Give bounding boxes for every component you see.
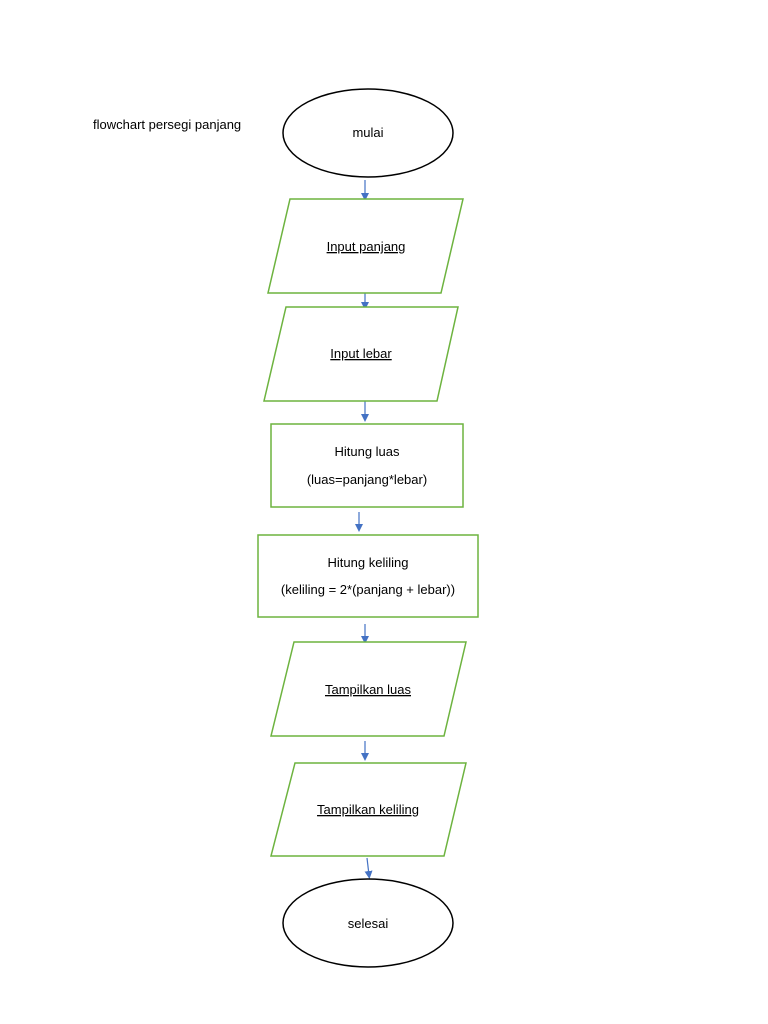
hitung-keliling-process: Hitung keliling (keliling = 2*(panjang +… [257,534,479,618]
start-terminal: mulai [282,88,454,178]
input-panjang-label: Input panjang [327,239,406,254]
hitung-luas-label: Hitung luas [334,444,400,459]
tampilkan-luas-label: Tampilkan luas [325,682,411,697]
tampilkan-keliling-label: Tampilkan keliling [317,802,419,817]
input-lebar-label: Input lebar [330,346,392,361]
end-label: selesai [348,916,389,931]
tampilkan-keliling-shape: Tampilkan keliling [270,762,467,857]
tampilkan-luas-shape: Tampilkan luas [270,641,467,737]
hitung-luas-process: Hitung luas (luas=panjang*lebar) [270,423,464,508]
end-terminal: selesai [282,878,454,968]
hitung-keliling-label: Hitung keliling [328,555,409,570]
diagram-title: flowchart persegi panjang [93,117,242,132]
start-label: mulai [352,125,383,140]
hitung-luas-formula: (luas=panjang*lebar) [307,472,427,487]
input-panjang-shape: Input panjang [267,198,464,294]
arrow-7 [364,857,373,879]
hitung-keliling-formula: (keliling = 2*(panjang + lebar)) [281,582,455,597]
input-lebar-shape: Input lebar [263,306,459,402]
